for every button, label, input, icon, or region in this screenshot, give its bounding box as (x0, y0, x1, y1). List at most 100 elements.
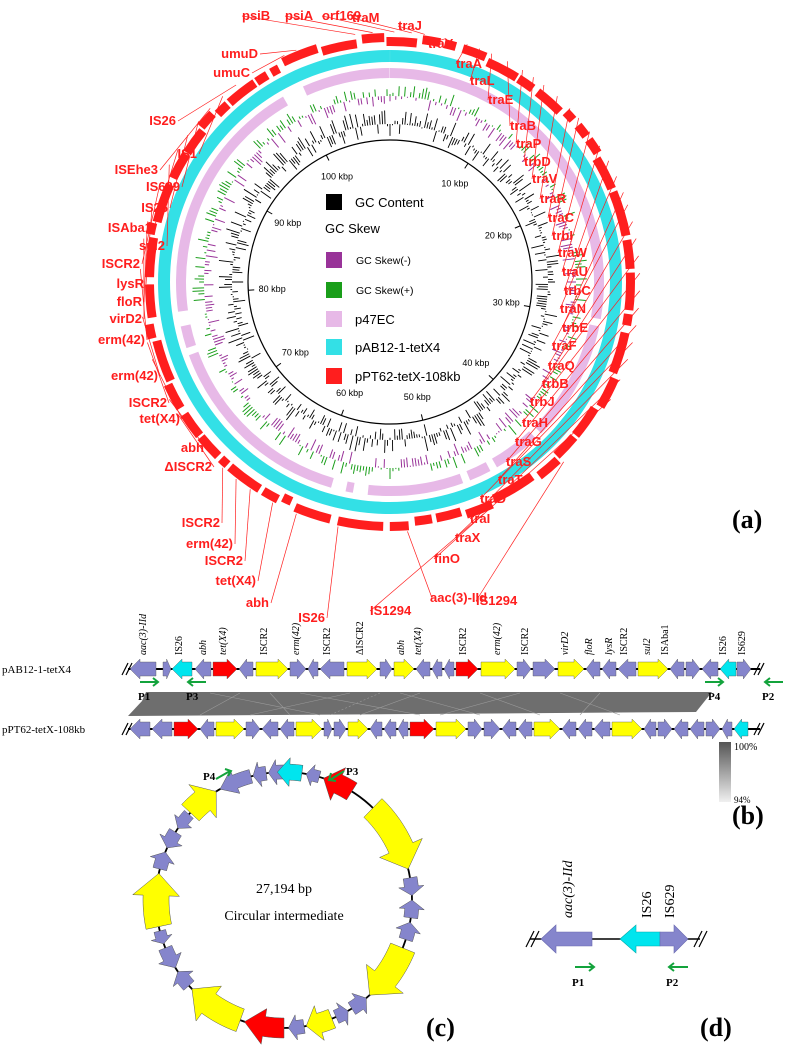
gene-leader-line (541, 238, 637, 385)
ring-red-segment (553, 434, 578, 459)
gene-label-left: erm(42) (111, 368, 158, 383)
gene-leader-line (475, 461, 564, 602)
track1-gene-label: ISCR2 (259, 628, 270, 655)
gene-arrow-track2 (657, 718, 673, 740)
gene-arrow-track1 (601, 658, 617, 680)
panel-c-label: (c) (426, 1013, 455, 1042)
gene-label-right: traW (558, 245, 588, 260)
gene-arrow-track2 (593, 718, 611, 740)
legend-swatch-pab12 (326, 339, 342, 355)
gene-arrow-track2 (689, 718, 705, 740)
ring-red-segment (145, 221, 158, 236)
gene-label-right: traL (470, 73, 495, 88)
gene-arrow-track2 (733, 718, 749, 740)
gene-aac3-d (540, 924, 593, 954)
kbp-tick-label: 40 kbp (462, 358, 489, 368)
track1-gene-label: sul2 (642, 638, 653, 655)
ring-red-segment (214, 101, 231, 118)
break-marks (121, 662, 765, 736)
gene-label-right: traV (532, 171, 558, 186)
ring-red-segment (516, 74, 536, 93)
ring-red-segment (622, 239, 635, 270)
primer-p4-c: P4 (203, 771, 216, 783)
gene-label-left: IS26 (298, 610, 325, 625)
gene-arrow-track2 (409, 718, 435, 740)
kbp-tick-label: 90 kbp (274, 218, 301, 228)
intermediate-genes (132, 757, 426, 1045)
gene-leader-line (407, 531, 433, 599)
ring-red-segment (169, 152, 190, 181)
gene-arrow-track1 (719, 658, 737, 680)
ring-red-segment (443, 39, 458, 51)
kbp-tick (420, 414, 424, 421)
label-is26-d: IS26 (640, 892, 655, 918)
gene-label-left: IS1 (177, 146, 197, 161)
gene-arrow-track1 (379, 658, 393, 680)
gene-leader-line (507, 61, 511, 127)
kbp-tick (488, 374, 494, 380)
gene-arrow-track1 (255, 658, 289, 680)
gene-arrow-track1 (617, 658, 637, 680)
track1-gene-label: lysR (604, 638, 615, 655)
ring-red-segment (585, 137, 602, 156)
gene-label-right: traG (515, 434, 542, 449)
track1-gene-label: aac(3)-IId (138, 613, 149, 655)
gene-arrow-track1 (129, 658, 157, 680)
gene-leader-line (177, 414, 215, 468)
gene-leader-line (551, 204, 629, 347)
gene-leader-line (234, 478, 237, 545)
kbp-tick (325, 154, 330, 161)
gene-is26-d (619, 924, 661, 954)
gene-leader-line (153, 149, 179, 229)
ring-pink-segment (534, 324, 600, 434)
gene-arrow-track2 (173, 718, 199, 740)
gene-label-right: traE (488, 92, 514, 107)
gene-label-right: traC (548, 210, 575, 225)
gene-arrow-track2 (129, 718, 151, 740)
track1-gene-label: IS26 (718, 636, 729, 655)
gene-arrow-track2 (397, 718, 409, 740)
gene-label-left: IS26 (149, 113, 176, 128)
gene-label-right: traM (352, 10, 379, 25)
ring-red-segment (386, 37, 390, 47)
ring-red-segment (574, 122, 590, 139)
panel-b-label: (b) (732, 801, 764, 830)
ring-red-segment (536, 456, 561, 480)
legend-p47ec: p47EC (355, 312, 395, 327)
gene-leader-line (531, 84, 545, 180)
track1-gene-label: ISCR2 (520, 628, 531, 655)
kbp-tick (340, 409, 344, 416)
gene-arrow-track1 (585, 658, 601, 680)
ring-red-segment (281, 493, 294, 506)
gene-label-right: traB (510, 118, 536, 133)
gene-label-right: orf169 (322, 8, 361, 23)
gene-arrow-track1 (443, 658, 455, 680)
gene-arrow-track1 (289, 658, 307, 680)
intermediate-size: 27,194 bp (256, 882, 312, 897)
track1-gene-label: erm(42) (291, 622, 302, 655)
gene-label-right: traS (506, 454, 532, 469)
kbp-tick-label: 30 kbp (493, 297, 520, 307)
intermediate-gene-arrow (288, 1013, 306, 1041)
gene-label-left: ΔISCR2 (164, 459, 212, 474)
kbp-tick-label: 20 kbp (485, 230, 512, 240)
panel-a-label: (a) (732, 505, 762, 534)
gene-label-right: trbC (564, 283, 591, 298)
gene-arrow-track2 (333, 718, 347, 740)
ring-red-segment (361, 33, 385, 44)
circular-intermediate: 27,194 bp Circular intermediate P4 P3 (132, 757, 426, 1045)
ring-red-segment (608, 190, 631, 237)
gene-leader-line (143, 221, 148, 303)
gene-arrow-track1 (701, 658, 719, 680)
track1-gene-label: floR (584, 638, 595, 655)
gene-arrow-track1 (455, 658, 479, 680)
primer-p2-b: P2 (762, 691, 775, 703)
intermediate-gene-arrow (366, 942, 416, 996)
gene-arrow-track1 (736, 658, 752, 680)
scale-max: 100% (734, 742, 757, 753)
gene-leader-line (529, 255, 639, 403)
gene-leader-line (321, 15, 395, 33)
ring-red-segment (414, 514, 433, 526)
gene-arrow-track2 (705, 718, 721, 740)
ring-red-segment (197, 110, 216, 130)
